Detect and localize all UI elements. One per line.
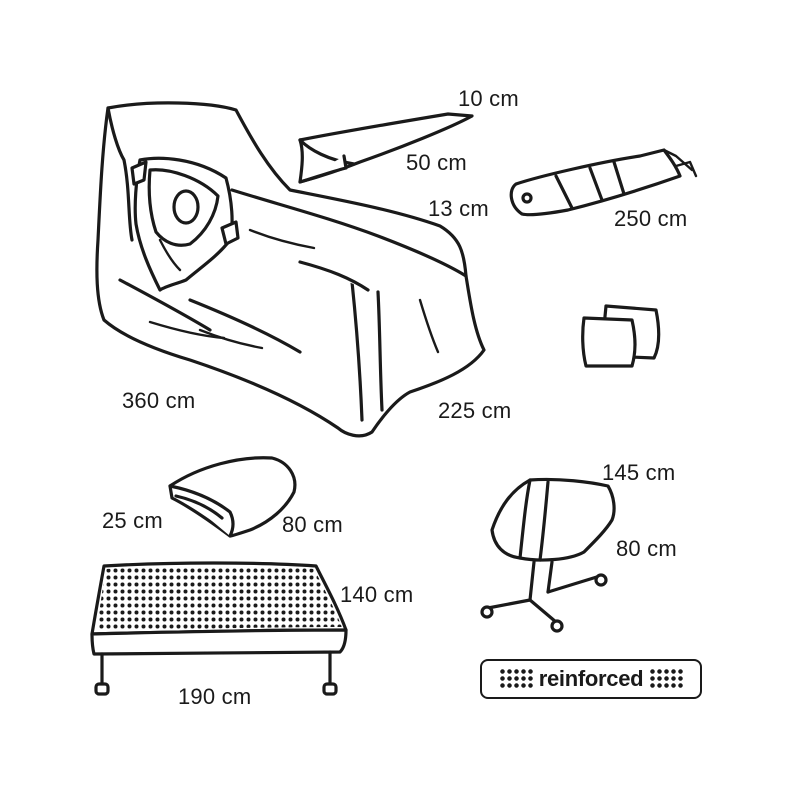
reinforced-badge-label: reinforced	[538, 666, 644, 691]
tube-cover-ties	[662, 148, 698, 178]
cover-length-label: 250 cm	[614, 206, 688, 231]
dot-pattern-icon-right	[649, 668, 684, 690]
chair-width-label: 225 cm	[438, 398, 512, 423]
back-table-dot-pattern	[96, 566, 342, 631]
chair-length-label: 360 cm	[122, 388, 196, 413]
reinforced-badge: reinforced	[480, 659, 702, 699]
leg-bag-icon	[168, 456, 297, 538]
strip-length-label: 50 cm	[406, 150, 467, 175]
tube-cover-icon	[509, 148, 682, 217]
chair-drape-icon	[95, 101, 486, 438]
strip-width-label: 10 cm	[458, 86, 519, 111]
adhesive-strip-icon	[298, 112, 474, 184]
gauze-pads-icon	[581, 304, 661, 368]
table-width-label: 140 cm	[340, 582, 414, 607]
dot-pattern-icon-left	[498, 668, 533, 690]
stand-length-label: 145 cm	[602, 460, 676, 485]
chair-drape-wrinkles	[148, 228, 440, 354]
table-length-label: 190 cm	[178, 684, 252, 709]
bag-width-label: 25 cm	[102, 508, 163, 533]
mayo-stand-cover-icon	[480, 477, 616, 633]
bag-length-label: 80 cm	[282, 512, 343, 537]
stand-width-label: 80 cm	[616, 536, 677, 561]
cover-width-label: 13 cm	[428, 196, 489, 221]
